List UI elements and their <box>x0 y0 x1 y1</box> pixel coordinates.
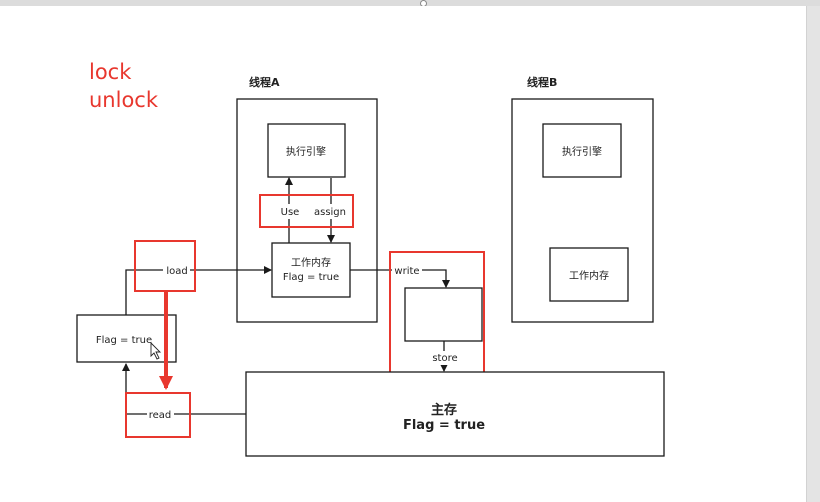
unlock-label: unlock <box>89 88 159 112</box>
load-arrow <box>125 266 272 315</box>
read-highlight <box>125 392 191 438</box>
thread-a-engine-label: 执行引擎 <box>286 145 326 158</box>
read-label: read <box>149 410 172 421</box>
left-flag-box <box>76 314 177 363</box>
use-assign-highlight <box>259 194 354 228</box>
main-memory-value: Flag = true <box>403 418 485 433</box>
assign-label: assign <box>314 207 346 218</box>
lock-label: lock <box>89 60 132 84</box>
store-buffer-box <box>404 287 483 342</box>
thread-a-engine-box <box>267 123 346 178</box>
thread-b-title: 线程B <box>527 75 557 89</box>
thread-b-engine-box <box>542 123 622 178</box>
write-label: write <box>394 266 419 277</box>
scrollbar-track[interactable] <box>806 6 820 502</box>
thread-a-memory-label: 工作内存 <box>291 256 331 269</box>
thread-b-working-memory <box>549 247 629 302</box>
load-highlight <box>134 240 196 292</box>
thread-a-memory-value: Flag = true <box>283 272 339 283</box>
thread-a-title: 线程A <box>249 75 280 89</box>
mouse-cursor-icon <box>150 341 162 360</box>
write-arrow <box>350 269 450 288</box>
thread-b-engine-label: 执行引擎 <box>562 145 602 158</box>
use-label: Use <box>281 207 300 218</box>
thread-b-memory-label: 工作内存 <box>569 269 609 282</box>
thread-a-working-memory <box>271 242 351 298</box>
main-memory-box <box>245 371 665 457</box>
main-memory-title: 主存 <box>431 402 457 418</box>
left-flag-text: Flag = true <box>96 335 152 346</box>
read-arrow <box>122 363 246 415</box>
store-label: store <box>432 353 457 364</box>
load-label: load <box>166 266 187 277</box>
